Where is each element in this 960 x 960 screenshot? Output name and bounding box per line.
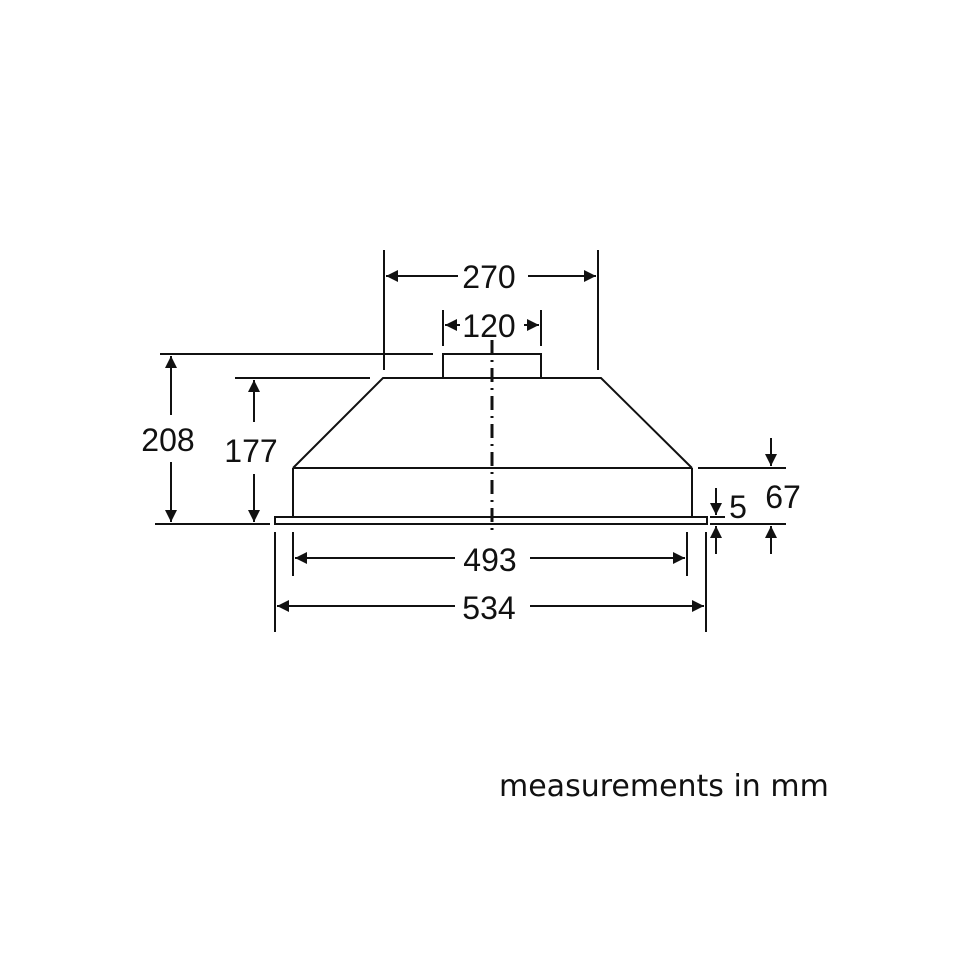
dim-label-body-height: 177 <box>224 433 277 469</box>
dim-label-overall-width: 534 <box>462 590 515 626</box>
dim-label-flange-thickness: 5 <box>729 489 747 525</box>
dim-label-duct-width: 120 <box>462 308 515 344</box>
units-caption: measurements in mm <box>499 769 829 804</box>
dim-label-top-width: 270 <box>462 259 515 295</box>
dim-label-total-height: 208 <box>141 422 194 458</box>
dim-label-lower-height: 67 <box>765 479 801 515</box>
dimension-lines <box>165 270 777 612</box>
dim-label-body-width: 493 <box>463 542 516 578</box>
extension-lines <box>155 250 786 632</box>
